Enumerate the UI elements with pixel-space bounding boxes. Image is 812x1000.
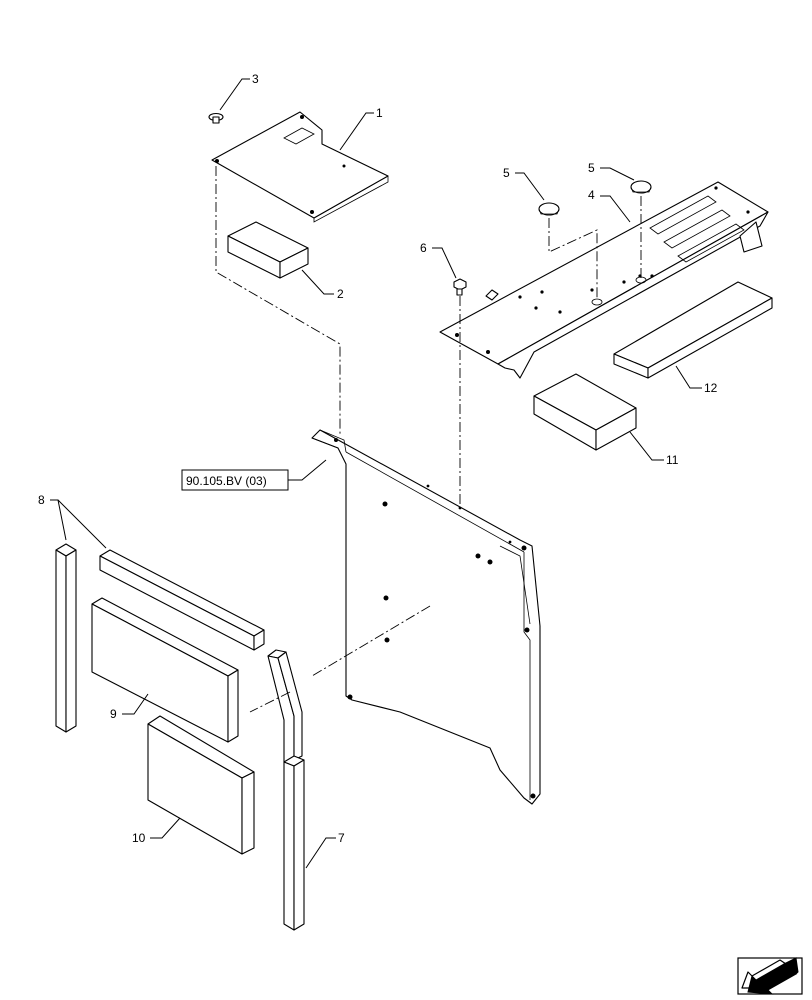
callout-5a: 5 bbox=[503, 166, 510, 180]
part-9-foam-block bbox=[91, 597, 239, 743]
main-panel bbox=[311, 429, 541, 805]
callout-8: 8 bbox=[38, 493, 45, 507]
callout-1: 1 bbox=[376, 106, 383, 120]
callout-3: 3 bbox=[252, 72, 259, 86]
part-8-horizontal-strip bbox=[99, 549, 265, 651]
part-5-plug-right bbox=[630, 180, 652, 194]
callout-10: 10 bbox=[132, 831, 146, 845]
reference-box[interactable]: 90.105.BV (03) bbox=[181, 469, 289, 491]
callout-12: 12 bbox=[704, 381, 718, 395]
part-5-plug-left bbox=[538, 202, 560, 216]
part-8-vertical-strip bbox=[55, 543, 77, 733]
part-11-foam-block bbox=[533, 373, 637, 451]
part-7-angled-strip bbox=[267, 649, 305, 931]
reference-text: 90.105.BV (03) bbox=[186, 474, 267, 488]
part-1-top-plate bbox=[211, 111, 389, 223]
callout-7: 7 bbox=[338, 831, 345, 845]
leader-lines bbox=[50, 78, 702, 869]
assembly-lines bbox=[215, 166, 642, 713]
callout-2: 2 bbox=[337, 287, 344, 301]
part-12-foam-strip bbox=[613, 281, 773, 379]
callout-labels: 1 2 3 4 5 5 6 7 8 9 10 11 12 bbox=[38, 72, 718, 845]
part-4-bracket bbox=[439, 181, 769, 379]
part-10-foam-block bbox=[147, 715, 255, 855]
callout-6: 6 bbox=[420, 241, 427, 255]
part-6-bolt bbox=[453, 278, 467, 296]
callout-5b: 5 bbox=[588, 161, 595, 175]
part-2-foam-block bbox=[227, 221, 309, 279]
callout-9: 9 bbox=[110, 707, 117, 721]
part-3-fastener bbox=[208, 112, 224, 124]
callout-4: 4 bbox=[588, 188, 595, 202]
arrow-left-down-icon[interactable] bbox=[737, 957, 803, 995]
callout-11: 11 bbox=[666, 453, 679, 467]
